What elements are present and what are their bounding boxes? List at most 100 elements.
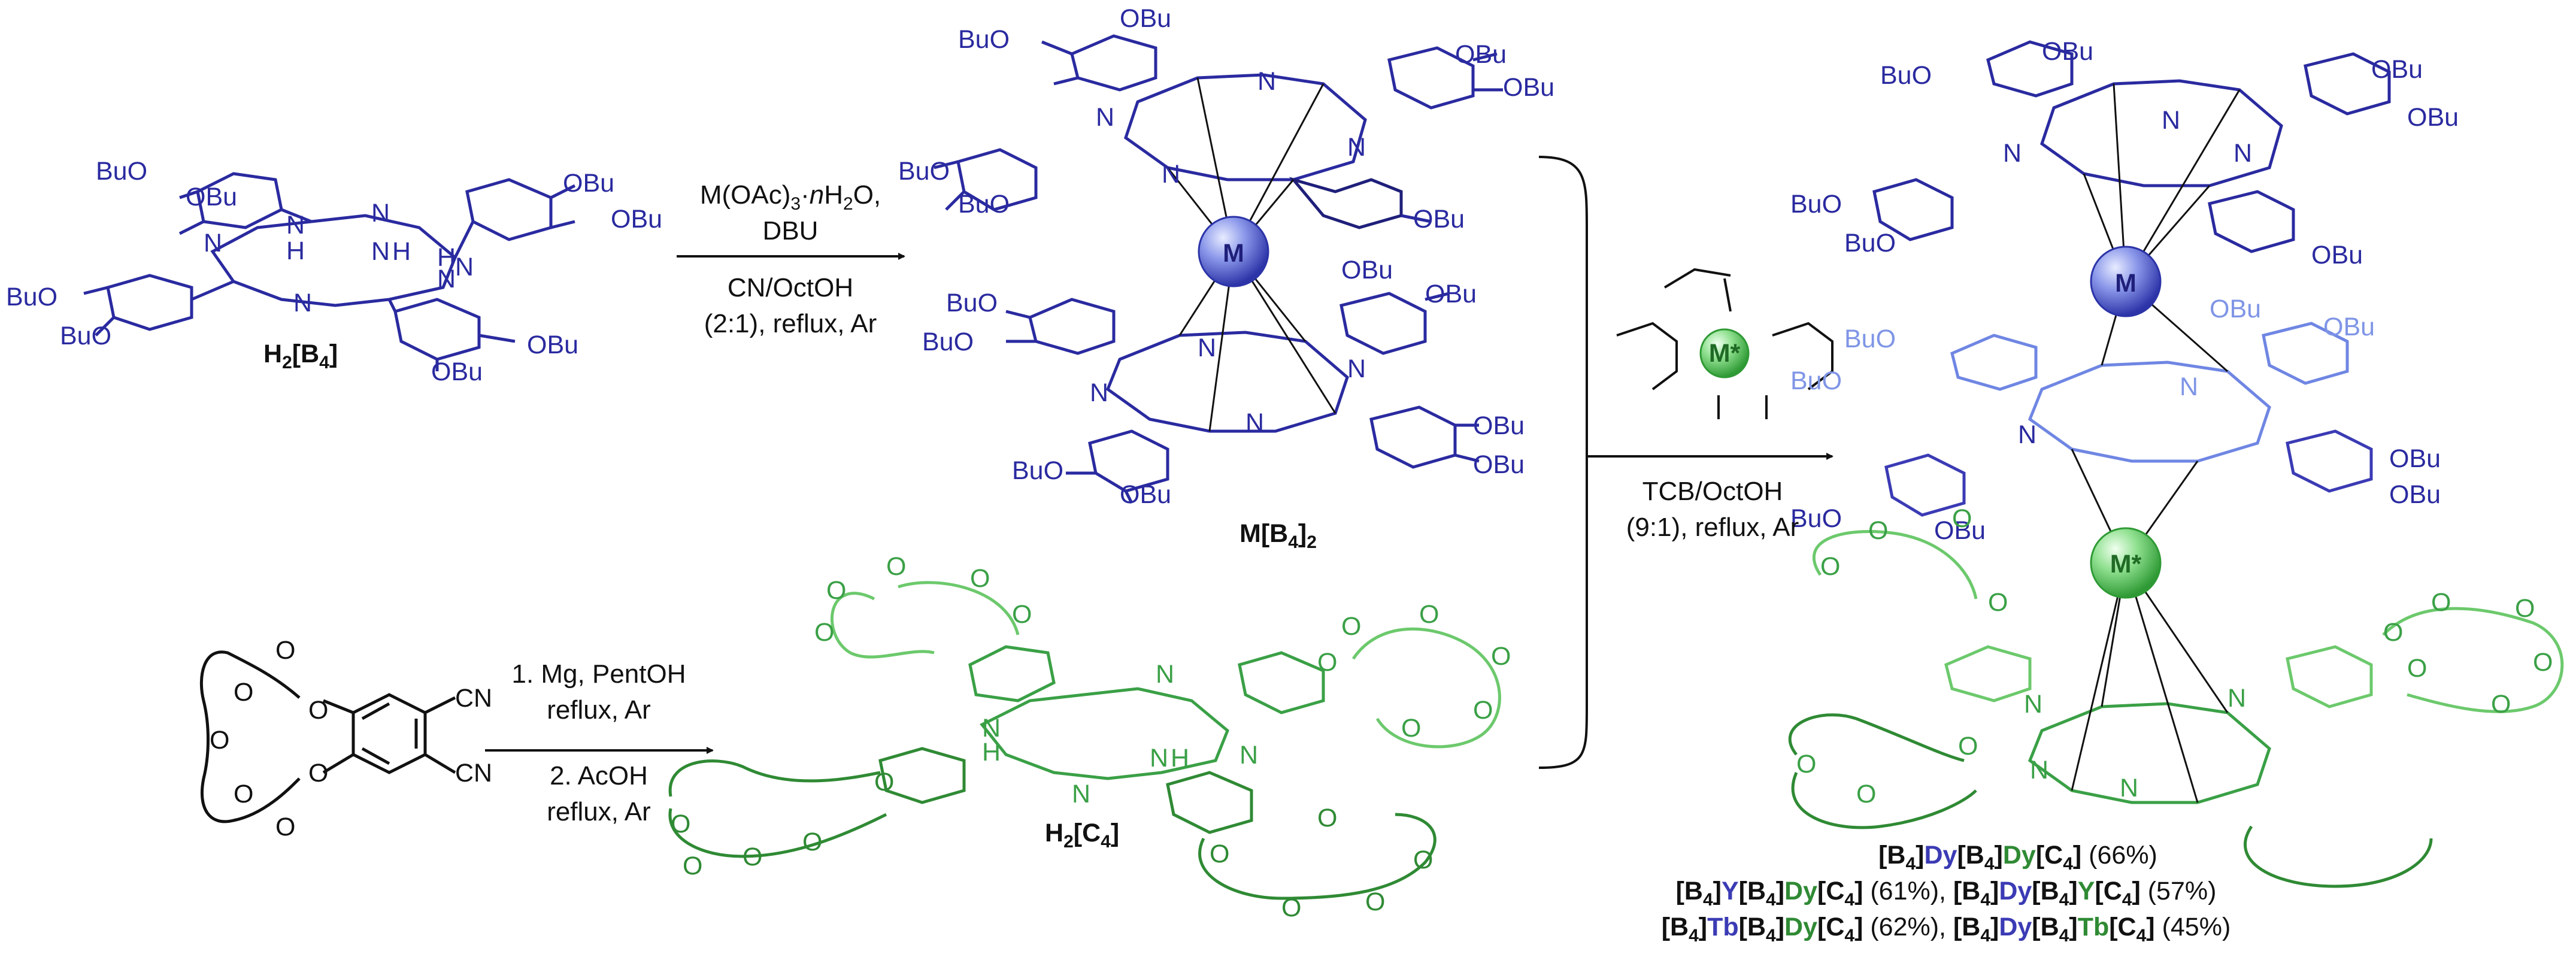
- product-1-part-11: ]: [2073, 841, 2081, 870]
- molecule-triple-decker: [1788, 40, 2564, 888]
- svg-text:N: N: [2228, 684, 2246, 713]
- triple-labels-mid: OBu BuO OBu BuO N: [1790, 295, 2375, 401]
- product-2-part-17: [B: [2032, 877, 2059, 905]
- product-line-2: [B4]Y[B4]Dy[C4] (61%), [B4]Dy[B4]Y[C4] (…: [1676, 877, 2217, 910]
- mb42-labels: OBu BuO OBu OBu BuO BuO OBu OBu OBu BuO …: [898, 4, 1554, 509]
- svg-text:(2:1), reflux, Ar: (2:1), reflux, Ar: [704, 309, 877, 338]
- svg-text:N: N: [204, 229, 222, 258]
- product-1-part-1: [B: [1878, 841, 1905, 870]
- svg-text:O: O: [234, 780, 253, 808]
- svg-text:N: N: [2233, 139, 2252, 168]
- crown-pn-labels: O O O O O O O CN CN: [210, 636, 492, 841]
- svg-text:OBu: OBu: [527, 331, 578, 359]
- svg-text:O: O: [874, 768, 894, 796]
- product-3-part-10: 4: [1844, 926, 1854, 946]
- h2b4-labels: OBu BuO OBu OBu BuO BuO OBu OBu N N N N …: [6, 157, 662, 386]
- svg-text:OBu: OBu: [1413, 205, 1465, 234]
- product-3-part-23: ]: [2146, 913, 2154, 941]
- svg-text:N: N: [2018, 420, 2036, 449]
- svg-text:BuO: BuO: [1844, 325, 1896, 353]
- svg-text:O: O: [743, 843, 762, 871]
- svg-text:BuO: BuO: [60, 322, 111, 350]
- label-h2b4: H2[B4]: [263, 340, 338, 372]
- svg-text:OBu: OBu: [1503, 73, 1554, 102]
- triple-metal-m-sphere: [2090, 246, 2162, 317]
- svg-text:N: N: [1072, 780, 1090, 808]
- svg-text:OBu: OBu: [2389, 480, 2441, 509]
- svg-text:N: N: [2120, 774, 2138, 802]
- product-3-part-3: ]: [1699, 913, 1707, 941]
- svg-text:BuO: BuO: [1790, 367, 1842, 395]
- svg-text:N: N: [1347, 133, 1366, 162]
- svg-text:OBu: OBu: [2323, 313, 2375, 341]
- product-1-part-3: ]: [1916, 841, 1924, 870]
- svg-text:O: O: [826, 576, 846, 605]
- product-2-part-6: 4: [1766, 890, 1776, 910]
- svg-text:OBu: OBu: [2407, 103, 2459, 132]
- svg-text:O: O: [1281, 894, 1301, 922]
- product-list: [B4]Dy[B4]Dy[C4] (66%) [B4]Y[B4]Dy[C4] (…: [1662, 841, 2231, 946]
- product-3-part-17: [B: [2032, 913, 2059, 941]
- product-3-part-16: Dy: [1999, 913, 2032, 941]
- svg-text:O: O: [886, 552, 906, 581]
- product-2-part-20: Y: [2078, 877, 2095, 905]
- svg-text:BuO: BuO: [1012, 456, 1063, 485]
- svg-text:O: O: [970, 564, 990, 593]
- svg-text:O: O: [1868, 516, 1888, 545]
- svg-text:N: N: [1198, 334, 1216, 362]
- svg-text:O: O: [1210, 840, 1229, 868]
- svg-text:TCB/OctOH: TCB/OctOH: [1642, 477, 1783, 506]
- svg-text:OBu: OBu: [611, 205, 662, 234]
- svg-text:BuO: BuO: [1880, 61, 1932, 90]
- svg-text:O: O: [210, 726, 229, 755]
- svg-text:CN/OctOH: CN/OctOH: [728, 273, 853, 302]
- product-2-part-2: 4: [1703, 890, 1713, 910]
- product-3-part-18: 4: [2059, 926, 2069, 946]
- product-2-part-4: Y: [1722, 877, 1739, 905]
- svg-text:OBu: OBu: [431, 358, 483, 386]
- svg-text:CN: CN: [455, 684, 492, 713]
- svg-text:N: N: [1096, 103, 1114, 132]
- svg-text:H: H: [437, 243, 456, 272]
- product-2-part-13: [B: [1953, 877, 1980, 905]
- product-2-part-22: 4: [2122, 890, 2132, 910]
- macac3-reagent: [1616, 268, 1833, 419]
- product-2-part-1: [B: [1676, 877, 1703, 905]
- svg-text:N: N: [1239, 741, 1258, 770]
- product-3-part-21: [C: [2109, 913, 2136, 941]
- svg-text:H2[B4]: H2[B4]: [263, 340, 338, 372]
- svg-text:2. AcOH: 2. AcOH: [550, 761, 648, 791]
- svg-text:BuO: BuO: [1790, 190, 1842, 219]
- svg-text:OBu: OBu: [1934, 516, 1986, 545]
- svg-text:N: N: [371, 199, 390, 228]
- svg-text:O: O: [2383, 618, 2403, 647]
- svg-text:N: N: [1162, 160, 1180, 189]
- product-2-part-9: [C: [1817, 877, 1844, 905]
- svg-text:BuO: BuO: [96, 157, 147, 186]
- svg-text:N: N: [371, 237, 390, 266]
- svg-text:OBu: OBu: [2042, 37, 2093, 66]
- svg-text:O: O: [1856, 780, 1876, 808]
- product-3-part-13: [B: [1953, 913, 1980, 941]
- svg-text:O: O: [1317, 648, 1337, 677]
- svg-text:OBu: OBu: [1425, 280, 1477, 308]
- product-1-part-5: [B: [1957, 841, 1984, 870]
- product-3-part-11: ]: [1854, 913, 1863, 941]
- svg-text:O: O: [683, 852, 702, 880]
- metal-m-sphere: [1198, 216, 1269, 287]
- svg-text:N: N: [982, 714, 1001, 743]
- molecule-crown-phthalonitrile: [199, 650, 456, 823]
- product-1-part-4: Dy: [1925, 841, 1957, 870]
- svg-text:reflux, Ar: reflux, Ar: [547, 695, 651, 725]
- product-2-part-24: (57%): [2141, 877, 2217, 905]
- svg-text:OBu: OBu: [1455, 40, 1507, 69]
- svg-text:DBU: DBU: [763, 216, 819, 246]
- svg-text:OBu: OBu: [1120, 4, 1171, 33]
- svg-text:BuO: BuO: [922, 328, 974, 356]
- svg-text:N: N: [1150, 744, 1168, 773]
- product-2-part-8: Dy: [1784, 877, 1817, 905]
- svg-text:O: O: [1988, 588, 2008, 617]
- product-2-part-12: (61%),: [1863, 877, 1953, 905]
- svg-text:M[B4]2: M[B4]2: [1239, 519, 1317, 552]
- svg-text:OBu: OBu: [1120, 480, 1171, 509]
